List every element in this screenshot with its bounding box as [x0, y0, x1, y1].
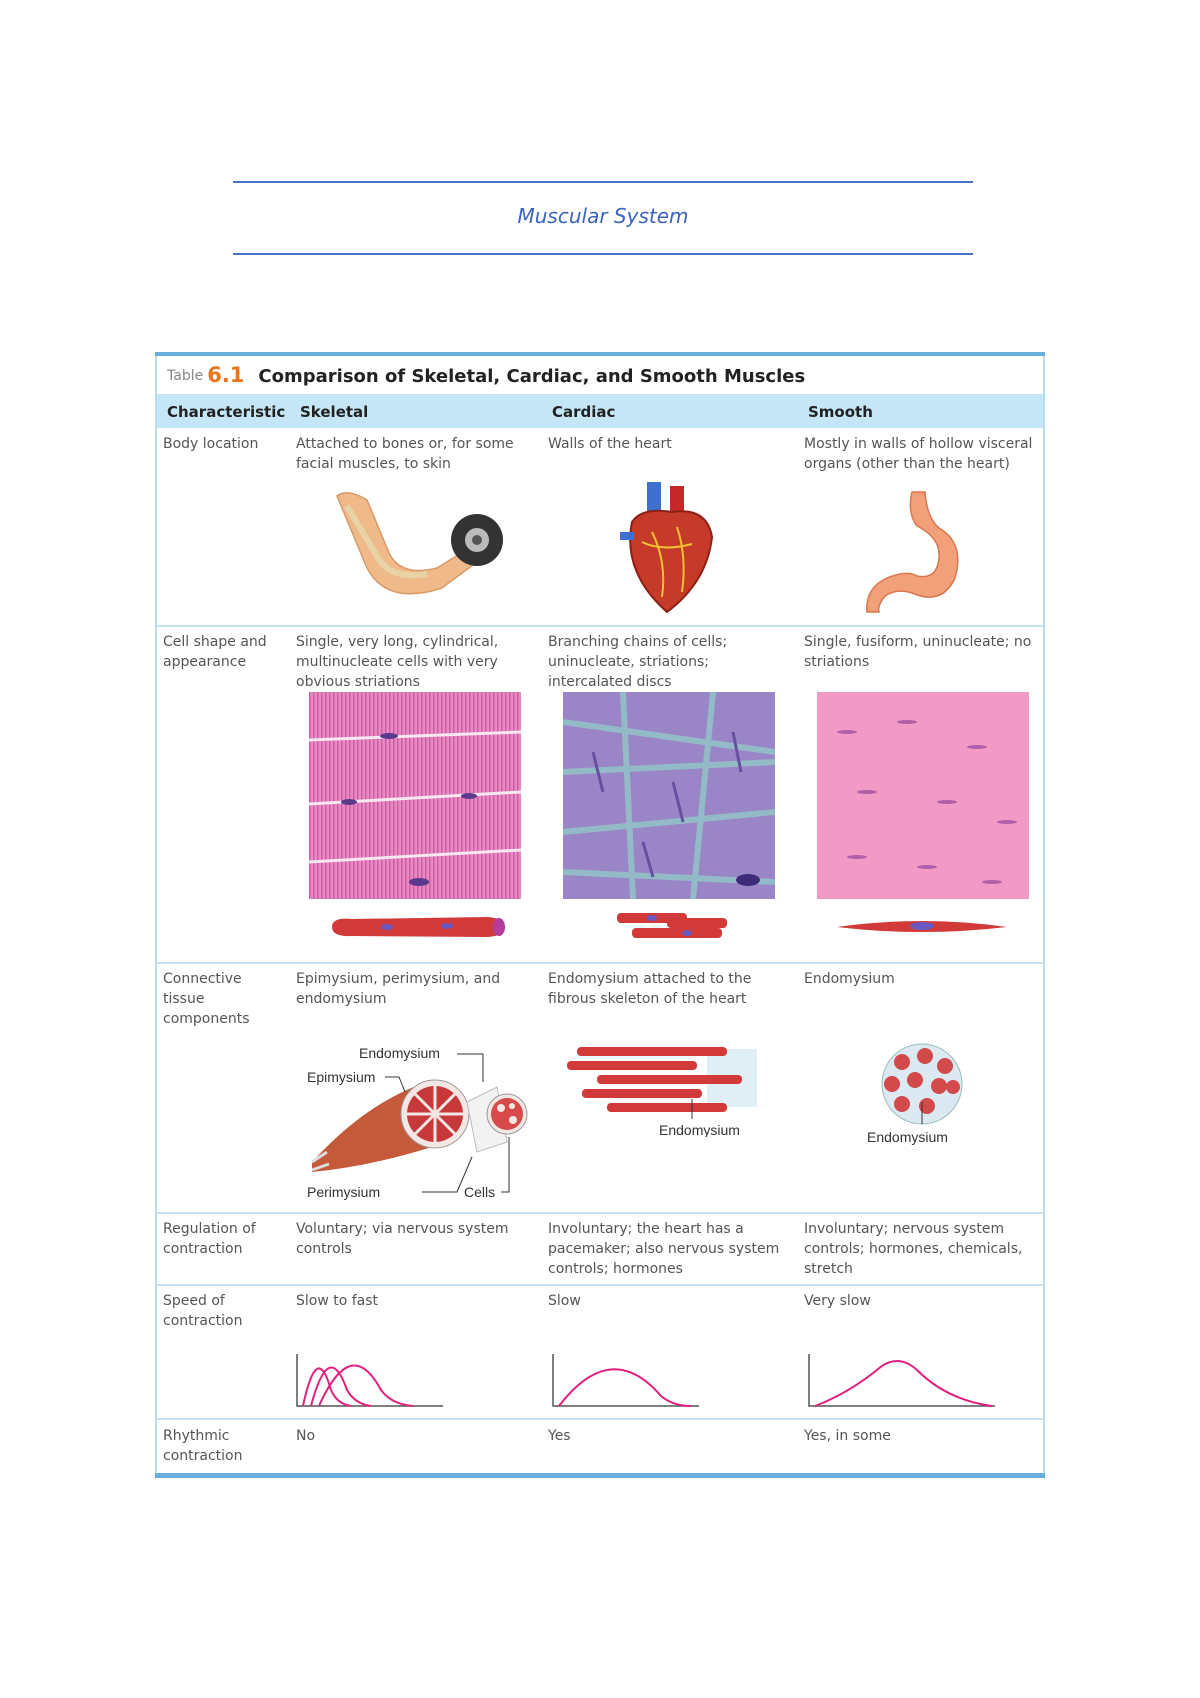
- skeletal-connective-diagram: Endomysium Epimysium Perimysium Cells: [307, 1045, 528, 1200]
- cell-skeletal-regulation: Voluntary; via nervous system controls: [296, 1221, 509, 1257]
- label-cells: Cells: [464, 1184, 495, 1200]
- smooth-fiber-drawing: [837, 921, 1007, 932]
- label-perimysium: Perimysium: [307, 1184, 380, 1200]
- skeletal-fiber-drawing: [332, 917, 505, 937]
- row-name-connective: Connective tissue components: [163, 971, 250, 1027]
- cell-smooth-shape: Single, fusiform, uninucleate; no striat…: [804, 634, 1032, 670]
- cardiac-connective-diagram: Endomysium: [567, 1047, 757, 1137]
- cell-smooth-location: Mostly in walls of hollow visceral organ…: [804, 436, 1033, 472]
- arm-dumbbell-illustration: [336, 492, 503, 595]
- page-title: Muscular System: [517, 204, 689, 228]
- header-rule-top: [233, 181, 973, 183]
- table-bottom-border: [155, 1473, 1045, 1478]
- col-header-cardiac: Cardiac: [552, 403, 616, 421]
- cell-cardiac-speed: Slow: [548, 1293, 581, 1309]
- smooth-speed-curve: [808, 1354, 995, 1407]
- cell-smooth-speed: Very slow: [804, 1293, 871, 1309]
- table-title: Comparison of Skeletal, Cardiac, and Smo…: [258, 366, 806, 387]
- label-endomysium: Endomysium: [359, 1045, 440, 1061]
- heart-illustration: [620, 482, 714, 614]
- cell-skeletal-location: Attached to bones or, for some facial mu…: [296, 436, 514, 472]
- row-divider: [157, 1418, 1043, 1420]
- cell-cardiac-connective: Endomysium attached to the fibrous skele…: [548, 971, 752, 1007]
- cell-smooth-connective: Endomysium: [804, 971, 895, 987]
- header-rule-bottom: [233, 253, 973, 255]
- cell-smooth-regulation: Involuntary; nervous system controls; ho…: [804, 1221, 1023, 1277]
- table-top-border: [155, 352, 1045, 356]
- table-label: Table: [167, 368, 204, 384]
- cell-cardiac-location: Walls of the heart: [548, 436, 672, 452]
- cardiac-fiber-drawing: [617, 913, 727, 938]
- cell-skeletal-speed: Slow to fast: [296, 1293, 379, 1309]
- cardiac-micrograph: [563, 692, 775, 899]
- cell-smooth-rhythmic: Yes, in some: [804, 1428, 891, 1444]
- row-divider: [157, 1212, 1043, 1214]
- label-smooth-endomysium: Endomysium: [867, 1129, 948, 1145]
- row-name-speed: Speed of contraction: [163, 1293, 243, 1329]
- label-epimysium: Epimysium: [307, 1069, 375, 1085]
- cell-cardiac-shape: Branching chains of cells; uninucleate, …: [548, 634, 728, 690]
- row-name-regulation: Regulation of contraction: [163, 1221, 256, 1257]
- cell-skeletal-shape: Single, very long, cylindrical, multinuc…: [296, 634, 499, 690]
- cardiac-speed-curve: [552, 1354, 699, 1407]
- cell-cardiac-rhythmic: Yes: [548, 1428, 571, 1444]
- stomach-illustration: [866, 491, 959, 613]
- cell-skeletal-rhythmic: No: [296, 1428, 316, 1444]
- row-divider: [157, 1284, 1043, 1286]
- col-header-characteristic: Characteristic: [167, 403, 286, 421]
- col-header-skeletal: Skeletal: [300, 403, 369, 421]
- col-header-smooth: Smooth: [808, 403, 873, 421]
- smooth-micrograph: [817, 692, 1029, 899]
- row-name-body-location: Body location: [163, 436, 259, 452]
- skeletal-micrograph: [309, 692, 521, 899]
- cell-cardiac-regulation: Involuntary; the heart has a pacemaker; …: [548, 1221, 780, 1277]
- row-name-rhythmic: Rhythmic contraction: [163, 1428, 243, 1464]
- smooth-connective-diagram: Endomysium: [867, 1043, 963, 1145]
- row-name-cell-shape: Cell shape and appearance: [163, 634, 267, 670]
- table-header-row: Characteristic Skeletal Cardiac Smooth: [157, 394, 1043, 428]
- row-divider: [157, 962, 1043, 964]
- cell-skeletal-connective: Epimysium, perimysium, and endomysium: [296, 971, 501, 1007]
- table-number: 6.1: [207, 363, 245, 387]
- row-divider: [157, 625, 1043, 627]
- label-cardiac-endomysium: Endomysium: [659, 1122, 740, 1137]
- skeletal-speed-curves: [296, 1354, 443, 1407]
